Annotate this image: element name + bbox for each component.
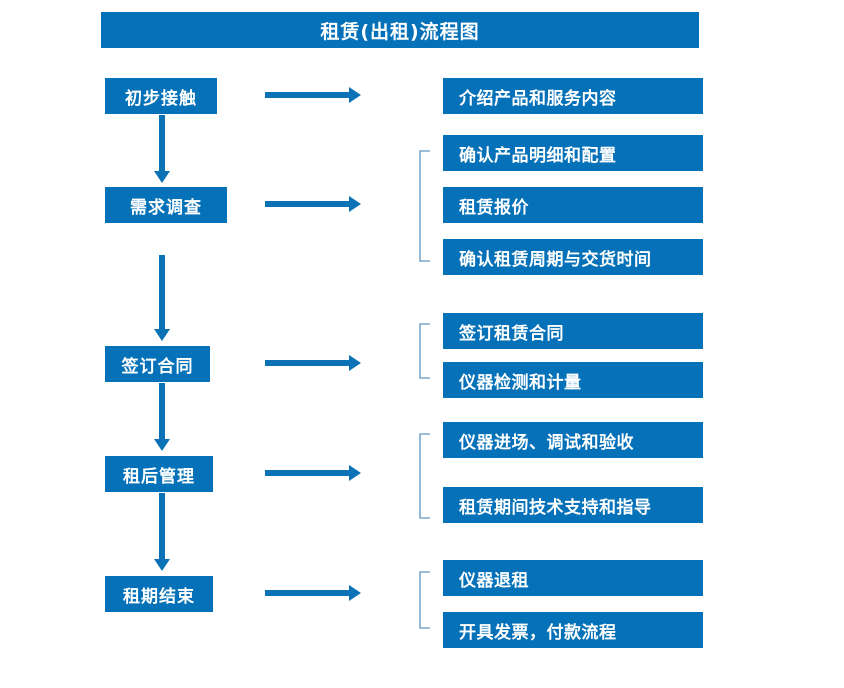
arrow-step-3-to-4 — [154, 383, 170, 451]
detail-box-9[interactable]: 仪器退租 — [443, 560, 703, 596]
stage-box-5[interactable]: 租期结束 — [105, 576, 213, 612]
detail-box-10[interactable]: 开具发票，付款流程 — [443, 612, 703, 648]
detail-box-5[interactable]: 签订租赁合同 — [443, 313, 703, 349]
bracket-group-end — [419, 571, 430, 629]
bracket-group-management — [419, 433, 430, 519]
detail-box-3[interactable]: 租赁报价 — [443, 187, 703, 223]
stage-box-2[interactable]: 需求调查 — [105, 187, 227, 223]
stage-box-1[interactable]: 初步接触 — [105, 78, 217, 114]
bracket-group-contract — [419, 323, 430, 379]
arrow-step-1-to-2 — [154, 115, 170, 183]
detail-box-6[interactable]: 仪器检测和计量 — [443, 362, 703, 398]
arrow-stage-2-to-details — [265, 196, 361, 212]
detail-box-1[interactable]: 介绍产品和服务内容 — [443, 78, 703, 114]
bracket-group-requirements — [419, 150, 430, 262]
arrow-stage-1-to-details — [265, 87, 361, 103]
arrow-stage-3-to-details — [265, 355, 361, 371]
detail-box-8[interactable]: 租赁期间技术支持和指导 — [443, 487, 703, 523]
arrow-stage-4-to-details — [265, 465, 361, 481]
detail-box-7[interactable]: 仪器进场、调试和验收 — [443, 422, 703, 458]
detail-box-2[interactable]: 确认产品明细和配置 — [443, 135, 703, 171]
page-title: 租赁(出租)流程图 — [101, 12, 699, 48]
arrow-stage-5-to-details — [265, 585, 361, 601]
stage-box-3[interactable]: 签订合同 — [105, 346, 210, 382]
arrow-step-4-to-5 — [154, 493, 170, 571]
arrow-step-2-to-3 — [154, 255, 170, 341]
detail-box-4[interactable]: 确认租赁周期与交货时间 — [443, 239, 703, 275]
stage-box-4[interactable]: 租后管理 — [105, 456, 213, 492]
